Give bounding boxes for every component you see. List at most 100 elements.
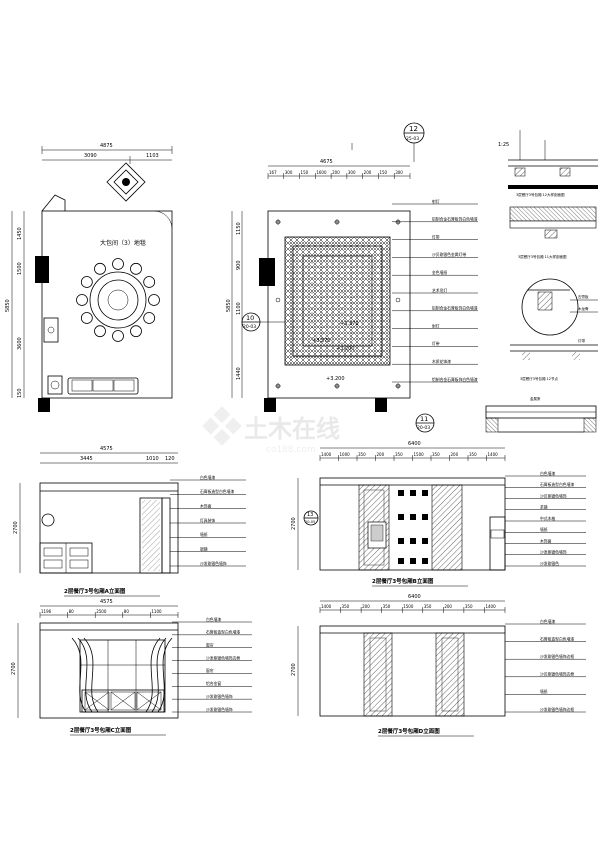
- callout-label: 石膏板造型白色墙漆: [540, 636, 574, 641]
- svg-text:2层餐厅3号包厢A立面图: 2层餐厅3号包厢A立面图: [64, 587, 126, 595]
- callout-label: 沙发刚银色墙饰边框: [206, 655, 240, 660]
- dimension-text: 1196: [41, 609, 52, 614]
- callout-label: 墙纸: [200, 532, 208, 537]
- dining-chair: [94, 262, 106, 275]
- dimension-text: 150: [301, 170, 309, 175]
- callout-label: 茶镜: [540, 505, 548, 510]
- svg-text:2层餐厅3号包厢C立面图: 2层餐厅3号包厢C立面图: [70, 726, 132, 734]
- callout-label: 白色墙漆: [200, 475, 215, 480]
- watermark-logo: 土木在线 co188.com: [202, 406, 340, 455]
- svg-text:10: 10: [246, 314, 254, 322]
- svg-text:20-03: 20-03: [417, 425, 430, 431]
- plan-a-dim-v2: 1500: [17, 262, 23, 275]
- svg-text:20-05: 20-05: [305, 520, 315, 524]
- elev-mark-1: +3.370: [340, 321, 359, 327]
- plan-b-dim-vertical-total: 5850: [226, 299, 232, 312]
- dining-chair: [76, 294, 88, 306]
- callout-label: 沙发刚银色墙饰边框: [540, 707, 574, 712]
- wall-cabinet: [35, 256, 49, 283]
- callout-label: 石膏板造型白色墙漆: [200, 489, 234, 494]
- callout-label: 沙贝刚银色墙饰: [540, 493, 567, 498]
- callout-label: 金色墙纸: [432, 270, 447, 275]
- svg-text:13: 13: [307, 512, 313, 518]
- elevation-b-section-marker: 13 20-05: [303, 510, 319, 526]
- svg-text:4575: 4575: [100, 446, 113, 452]
- dimension-text: 1500: [403, 604, 414, 609]
- svg-text:2层餐厅3号包厢D立面图: 2层餐厅3号包厢D立面图: [378, 727, 440, 735]
- detail-2: 3层餐厅3号包厢 11大样剖面图: [509, 206, 597, 259]
- dimension-text: 350: [424, 604, 432, 609]
- callout-label: 白色墙漆: [540, 619, 555, 624]
- callout-label: 白色墙漆: [206, 617, 221, 622]
- dimension-text: 200: [377, 452, 385, 457]
- callout-label: 沙发刚银色墙饰: [206, 707, 233, 712]
- dimension-text: 350: [342, 604, 350, 609]
- dimension-text: 1400: [321, 452, 332, 457]
- elevation-a: 4575 3445 1010 120 2层餐厅3号包厢A立面图 2700 白色墙…: [13, 446, 246, 597]
- detail-scale-label: 1:25: [498, 142, 509, 148]
- callout-label: 石膏板造型白色墙漆: [540, 482, 574, 487]
- callout-label: 灯带: [432, 341, 440, 346]
- callout-label: 艺术吊灯: [432, 288, 447, 293]
- dimension-text: 200: [332, 170, 340, 175]
- dining-chair: [80, 276, 93, 288]
- elev-mark-3: +3.200: [336, 346, 355, 352]
- dining-chair: [130, 262, 142, 275]
- round-dining-table: [89, 271, 147, 329]
- callout-label: 铝制合金石膏板饰白色墙漆: [432, 217, 478, 222]
- ceiling-center-panel: [302, 255, 373, 347]
- detail-5: 金属条: [485, 396, 597, 433]
- dimension-text: 2500: [96, 609, 107, 614]
- dining-chair: [148, 294, 160, 306]
- plan-b-callouts: 射灯铝制合金石膏板饰白色墙漆灯带沙贝刚银色金属灯带金色墙纸艺术吊灯铝制合金石膏板…: [392, 199, 478, 383]
- dimension-text: 300: [348, 170, 356, 175]
- svg-text:金属条: 金属条: [530, 396, 541, 401]
- wall-square: [422, 490, 428, 496]
- detail-4: 3层餐厅3号包厢 12节点 灯带: [510, 338, 598, 381]
- dimension-text: 1000: [340, 452, 351, 457]
- dimension-text: 200: [364, 170, 372, 175]
- dimension-text: 200: [362, 604, 370, 609]
- callout-label: 沙发刚银色墙饰: [540, 550, 567, 555]
- elevation-c-callouts: 白色墙漆石膏板造型白色墙漆窗帘沙发刚银色墙饰边框窗帘铝合金窗沙发刚银色墙饰沙发刚…: [172, 617, 252, 713]
- dimension-text: 350: [432, 452, 440, 457]
- dimension-text: 350: [383, 604, 391, 609]
- callout-label: 铝制合金石膏板饰白色墙漆: [432, 377, 478, 382]
- callout-label: 木饰面: [540, 538, 552, 543]
- watermark-url: co188.com: [266, 445, 316, 455]
- wall-square: [398, 490, 404, 496]
- svg-text:6400: 6400: [408, 441, 421, 447]
- svg-text:2700: 2700: [291, 517, 297, 530]
- plan-a-room-label: 大包间（3）地毯: [100, 239, 146, 247]
- plan-a-dim-total: 4875: [100, 143, 113, 149]
- elevation-b-callouts: 白色墙漆石膏板造型白色墙漆沙贝刚银色墙饰茶镜中式木格墙纸木饰面沙发刚银色墙饰沙发…: [505, 471, 586, 567]
- dining-chair: [112, 258, 124, 270]
- dining-chair: [80, 312, 93, 324]
- wall-square: [410, 538, 416, 544]
- callout-label: 灯具装饰: [200, 518, 215, 523]
- dimension-text: 1600: [316, 170, 327, 175]
- svg-text:12: 12: [409, 125, 418, 133]
- dimension-text: 300: [395, 170, 403, 175]
- dimension-text: 200: [451, 452, 459, 457]
- svg-text:1010: 1010: [146, 456, 159, 462]
- dimension-text: 80: [69, 609, 75, 614]
- svg-text:25-03: 25-03: [406, 136, 419, 142]
- svg-text:11: 11: [420, 415, 428, 423]
- callout-label: 木饰面: [200, 503, 212, 508]
- floor-medallion-diamond: [106, 162, 146, 202]
- svg-text:2700: 2700: [11, 662, 17, 675]
- svg-text:20-03: 20-03: [243, 324, 256, 330]
- dimension-text: 167: [269, 170, 277, 175]
- dimension-text: 1400: [485, 604, 496, 609]
- callout-label: 窗帘: [206, 668, 214, 673]
- plan-a-dim-left: 3090: [84, 153, 97, 159]
- svg-text:2700: 2700: [291, 663, 297, 676]
- callout-label: 沙发刚银色墙饰: [206, 694, 233, 699]
- column-right: [431, 484, 463, 571]
- dimension-text: 80: [124, 609, 130, 614]
- wall-square: [410, 490, 416, 496]
